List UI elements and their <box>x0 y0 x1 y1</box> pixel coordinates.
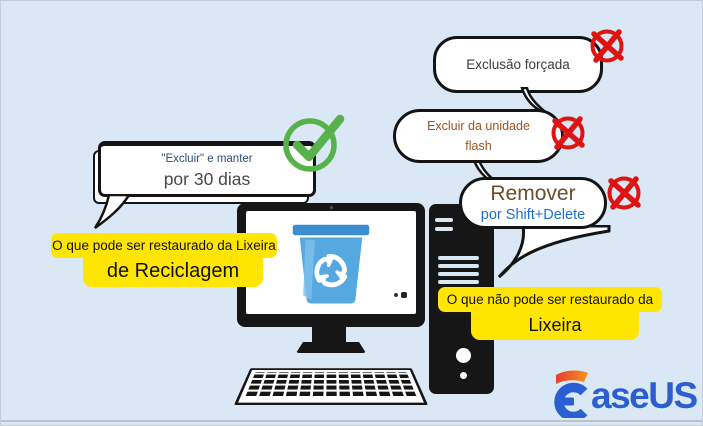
recycle-bin-icon <box>292 224 370 304</box>
tower-vent <box>438 280 479 284</box>
easeus-e-glyph-icon <box>554 370 588 418</box>
x-circle-icon <box>607 176 641 210</box>
keyboard <box>234 368 428 405</box>
logo-text: aseUS <box>591 375 698 416</box>
bubble-text-line2: por 30 dias <box>163 169 251 189</box>
tower-vent <box>438 256 479 260</box>
check-circle-icon <box>283 114 345 172</box>
webcam-dot <box>330 206 333 209</box>
label-recoverable-line2: de Reciclagem <box>83 256 263 287</box>
label-recoverable-line1: O que pode ser restaurado da Lixeira <box>51 233 277 258</box>
tower-vent <box>435 218 453 222</box>
label-unrecoverable-line2: Lixeira <box>471 310 639 340</box>
speech-bubble-keep-30-days: "Excluir" e manter por 30 dias <box>98 141 316 197</box>
keyboard-keys <box>245 372 417 396</box>
tower-power-button <box>456 348 471 363</box>
bubble-tail <box>93 194 132 230</box>
monitor-stand-neck <box>312 327 346 344</box>
bubble-text: Exclusão forçada <box>466 57 570 72</box>
x-circle-icon <box>590 29 624 63</box>
tower-vent <box>438 272 479 276</box>
bubble-text-line1: Remover <box>490 182 576 205</box>
monitor-screen <box>246 211 416 314</box>
bubble-tail <box>497 225 611 279</box>
screen-indicator-dot <box>394 293 398 297</box>
bubble-text-line2: flash <box>465 139 492 153</box>
x-circle-icon <box>551 116 585 150</box>
floor-line <box>1 420 702 422</box>
tower-vent <box>438 264 479 268</box>
speech-bubble-shift-delete: Remover por Shift+Delete <box>459 177 607 229</box>
tower-reset-button <box>460 372 467 379</box>
monitor-stand-base <box>296 342 366 353</box>
tower-vent <box>435 227 453 231</box>
speech-bubble-forced-deletion: Exclusão forçada <box>433 36 603 93</box>
screen-indicator-dot <box>401 292 407 298</box>
speech-bubble-flash-drive: Excluir da unidade flash <box>393 109 564 163</box>
bubble-text-line1: "Excluir" e manter <box>161 153 253 165</box>
bubble-text-line2: por Shift+Delete <box>480 207 586 223</box>
monitor <box>237 203 425 327</box>
easeus-logo: aseUS <box>547 369 702 419</box>
label-unrecoverable-line1: O que não pode ser restaurado da <box>438 287 662 312</box>
bubble-text-line1: Excluir da unidade <box>427 119 530 133</box>
